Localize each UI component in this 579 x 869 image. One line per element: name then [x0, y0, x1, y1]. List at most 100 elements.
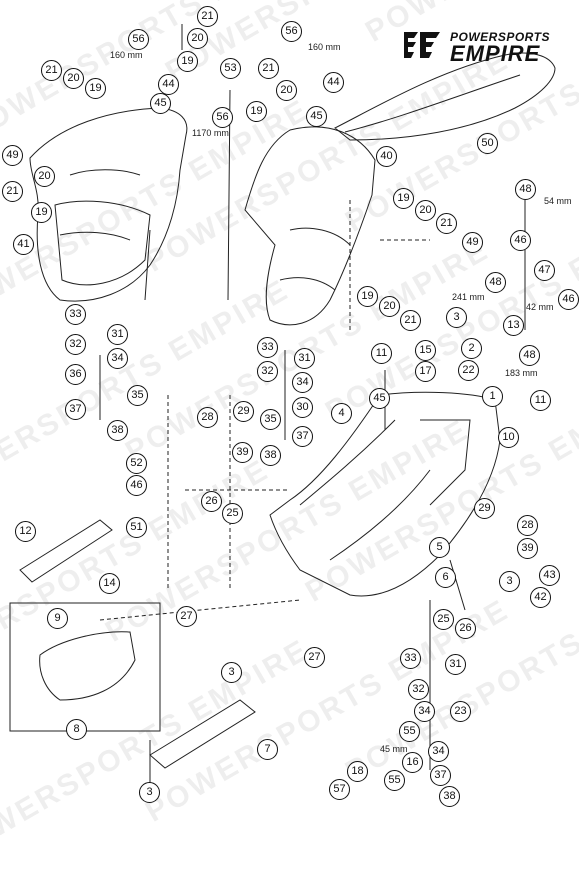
callout-11[interactable]: 11: [371, 343, 392, 364]
callout-45[interactable]: 45: [369, 388, 390, 409]
callout-55[interactable]: 55: [399, 721, 420, 742]
callout-14[interactable]: 14: [99, 573, 120, 594]
callout-3[interactable]: 3: [221, 662, 242, 683]
callout-22[interactable]: 22: [458, 360, 479, 381]
callout-28[interactable]: 28: [197, 407, 218, 428]
callout-53[interactable]: 53: [220, 58, 241, 79]
callout-46[interactable]: 46: [126, 475, 147, 496]
callout-37[interactable]: 37: [292, 426, 313, 447]
callout-42[interactable]: 42: [530, 587, 551, 608]
callout-56[interactable]: 56: [281, 21, 302, 42]
callout-32[interactable]: 32: [65, 334, 86, 355]
callout-37[interactable]: 37: [65, 399, 86, 420]
callout-34[interactable]: 34: [292, 372, 313, 393]
callout-19[interactable]: 19: [177, 51, 198, 72]
callout-19[interactable]: 19: [357, 286, 378, 307]
callout-56[interactable]: 56: [212, 107, 233, 128]
callout-21[interactable]: 21: [197, 6, 218, 27]
callout-21[interactable]: 21: [2, 181, 23, 202]
callout-38[interactable]: 38: [260, 445, 281, 466]
callout-35[interactable]: 35: [260, 409, 281, 430]
callout-20[interactable]: 20: [276, 80, 297, 101]
callout-49[interactable]: 49: [462, 232, 483, 253]
callout-31[interactable]: 31: [107, 324, 128, 345]
callout-33[interactable]: 33: [65, 304, 86, 325]
callout-36[interactable]: 36: [65, 364, 86, 385]
callout-38[interactable]: 38: [107, 420, 128, 441]
callout-31[interactable]: 31: [445, 654, 466, 675]
callout-19[interactable]: 19: [31, 202, 52, 223]
callout-33[interactable]: 33: [257, 337, 278, 358]
callout-15[interactable]: 15: [415, 340, 436, 361]
callout-20[interactable]: 20: [379, 296, 400, 317]
callout-20[interactable]: 20: [63, 68, 84, 89]
callout-37[interactable]: 37: [430, 765, 451, 786]
callout-21[interactable]: 21: [258, 58, 279, 79]
callout-52[interactable]: 52: [126, 453, 147, 474]
callout-21[interactable]: 21: [436, 213, 457, 234]
callout-5[interactable]: 5: [429, 537, 450, 558]
callout-21[interactable]: 21: [400, 310, 421, 331]
callout-31[interactable]: 31: [294, 348, 315, 369]
callout-8[interactable]: 8: [66, 719, 87, 740]
callout-35[interactable]: 35: [127, 385, 148, 406]
callout-3[interactable]: 3: [499, 571, 520, 592]
callout-21[interactable]: 21: [41, 60, 62, 81]
callout-45[interactable]: 45: [306, 106, 327, 127]
callout-51[interactable]: 51: [126, 517, 147, 538]
callout-41[interactable]: 41: [13, 234, 34, 255]
callout-47[interactable]: 47: [534, 260, 555, 281]
callout-46[interactable]: 46: [510, 230, 531, 251]
callout-3[interactable]: 3: [139, 782, 160, 803]
callout-46[interactable]: 46: [558, 289, 579, 310]
callout-34[interactable]: 34: [107, 348, 128, 369]
callout-33[interactable]: 33: [400, 648, 421, 669]
callout-20[interactable]: 20: [187, 28, 208, 49]
callout-26[interactable]: 26: [201, 491, 222, 512]
callout-11[interactable]: 11: [530, 390, 551, 411]
callout-34[interactable]: 34: [428, 741, 449, 762]
callout-48[interactable]: 48: [519, 345, 540, 366]
callout-4[interactable]: 4: [331, 403, 352, 424]
callout-34[interactable]: 34: [414, 701, 435, 722]
callout-49[interactable]: 49: [2, 145, 23, 166]
callout-32[interactable]: 32: [257, 361, 278, 382]
callout-3[interactable]: 3: [446, 307, 467, 328]
callout-12[interactable]: 12: [15, 521, 36, 542]
callout-19[interactable]: 19: [246, 101, 267, 122]
callout-25[interactable]: 25: [222, 503, 243, 524]
callout-28[interactable]: 28: [517, 515, 538, 536]
callout-32[interactable]: 32: [408, 679, 429, 700]
callout-44[interactable]: 44: [323, 72, 344, 93]
callout-29[interactable]: 29: [233, 401, 254, 422]
callout-1[interactable]: 1: [482, 386, 503, 407]
callout-55[interactable]: 55: [384, 770, 405, 791]
callout-40[interactable]: 40: [376, 146, 397, 167]
callout-57[interactable]: 57: [329, 779, 350, 800]
callout-50[interactable]: 50: [477, 133, 498, 154]
callout-23[interactable]: 23: [450, 701, 471, 722]
callout-18[interactable]: 18: [347, 761, 368, 782]
callout-27[interactable]: 27: [176, 606, 197, 627]
callout-9[interactable]: 9: [47, 608, 68, 629]
callout-48[interactable]: 48: [485, 272, 506, 293]
callout-16[interactable]: 16: [402, 752, 423, 773]
callout-13[interactable]: 13: [503, 315, 524, 336]
callout-30[interactable]: 30: [292, 397, 313, 418]
callout-19[interactable]: 19: [393, 188, 414, 209]
callout-20[interactable]: 20: [415, 200, 436, 221]
callout-17[interactable]: 17: [415, 361, 436, 382]
callout-29[interactable]: 29: [474, 498, 495, 519]
callout-43[interactable]: 43: [539, 565, 560, 586]
callout-45[interactable]: 45: [150, 93, 171, 114]
callout-20[interactable]: 20: [34, 166, 55, 187]
callout-2[interactable]: 2: [461, 338, 482, 359]
callout-19[interactable]: 19: [85, 78, 106, 99]
callout-25[interactable]: 25: [433, 609, 454, 630]
callout-26[interactable]: 26: [455, 618, 476, 639]
callout-7[interactable]: 7: [257, 739, 278, 760]
callout-44[interactable]: 44: [158, 74, 179, 95]
callout-27[interactable]: 27: [304, 647, 325, 668]
callout-10[interactable]: 10: [498, 427, 519, 448]
callout-48[interactable]: 48: [515, 179, 536, 200]
